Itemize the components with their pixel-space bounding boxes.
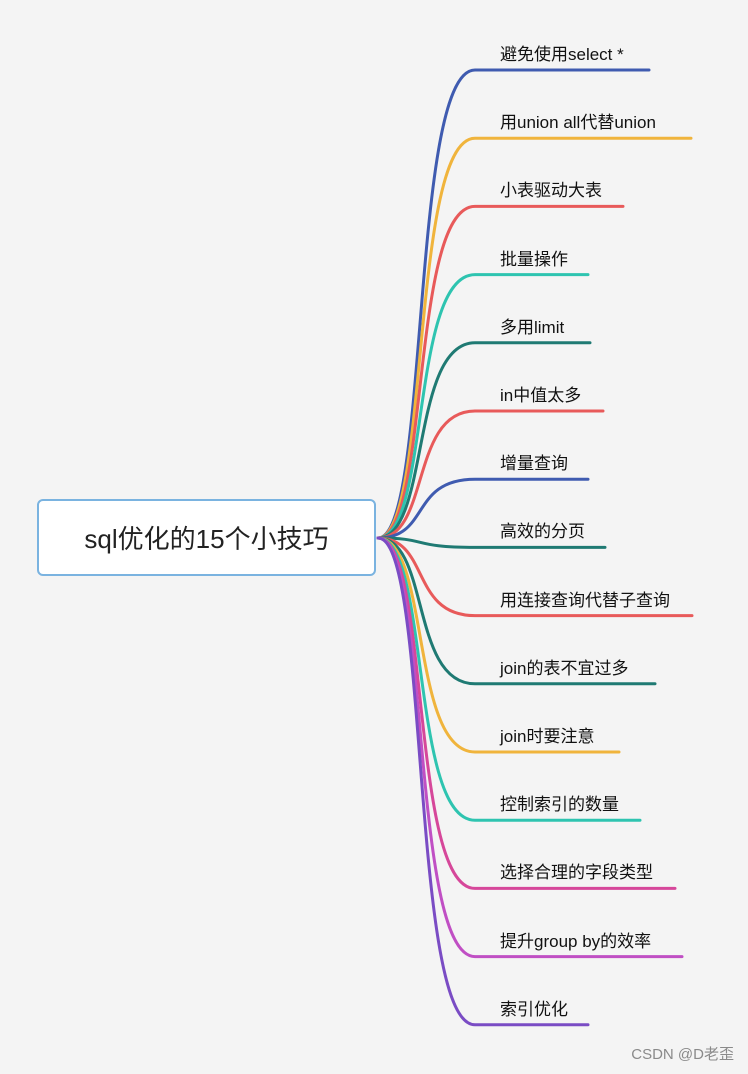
branch-connector: [376, 341, 592, 540]
branch-label: 批量操作: [500, 249, 568, 269]
branch-connector: [376, 204, 625, 540]
branch-connector: [376, 536, 657, 686]
branch-connector: [376, 536, 621, 754]
branch-connector: [376, 409, 605, 540]
branch-label: 增量查询: [500, 454, 568, 474]
branch-connector: [376, 536, 590, 1027]
branch-label: 多用limit: [500, 317, 565, 337]
branch-connector: [376, 477, 590, 540]
branch-connector: [376, 536, 607, 549]
watermark: CSDN @D老歪: [631, 1046, 734, 1063]
branch-label: 小表驱动大表: [500, 181, 602, 201]
branch-label: 提升group by的效率: [500, 931, 652, 951]
root-node: sql优化的15个小技巧: [37, 499, 376, 576]
branch-label: 选择合理的字段类型: [500, 863, 653, 883]
root-label: sql优化的15个小技巧: [84, 524, 329, 554]
branch-connector: [376, 273, 590, 540]
branch-label: join时要注意: [500, 727, 595, 746]
branch-connector: [376, 536, 694, 618]
branch-label: in中值太多: [500, 386, 582, 405]
branch-connector: [376, 136, 693, 540]
branch-label: 用union all代替union: [500, 113, 656, 133]
branch-label: 索引优化: [500, 999, 568, 1019]
branch-label: 高效的分页: [500, 522, 585, 542]
branch-label: 用连接查询代替子查询: [500, 590, 670, 610]
branch-label: 避免使用select *: [500, 45, 624, 64]
branch-label: 控制索引的数量: [500, 795, 619, 815]
branch-label: join的表不宜过多: [500, 658, 629, 678]
